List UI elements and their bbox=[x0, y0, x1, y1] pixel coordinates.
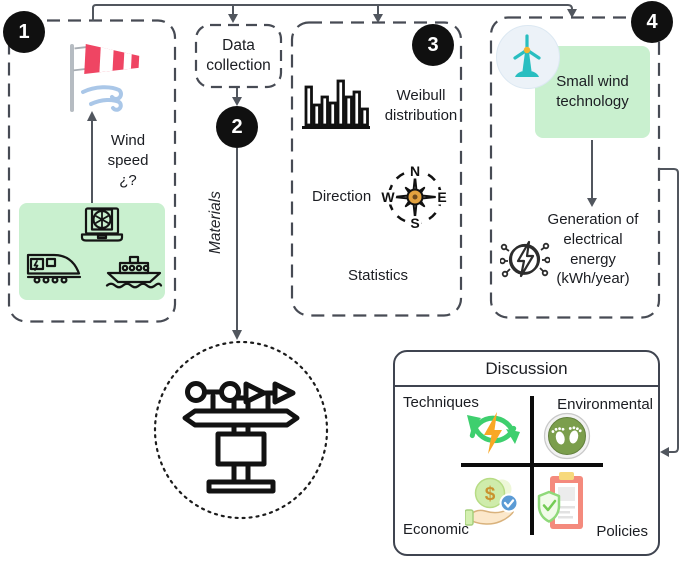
arrowhead-discussion bbox=[660, 447, 669, 457]
arrowhead-anemometer bbox=[232, 330, 242, 340]
wind-turbine-icon bbox=[513, 34, 541, 77]
arrowhead-badge2 bbox=[232, 97, 242, 106]
small-wind-technology-label: Small wind technology bbox=[556, 73, 629, 110]
footprint-icon bbox=[543, 412, 591, 460]
materials-edge-label: Materials bbox=[207, 191, 224, 254]
turbine-circle bbox=[496, 25, 560, 89]
generation-label: Generation of electrical energy (kWh/yea… bbox=[547, 211, 639, 288]
discussion-header: Discussion bbox=[395, 352, 658, 387]
quadrant-techniques-label: Techniques bbox=[403, 394, 479, 411]
step-3-badge: 3 bbox=[412, 24, 454, 66]
quadrant-policies-label: Policies bbox=[596, 523, 648, 540]
money-hand-icon: $ bbox=[465, 477, 519, 526]
step-4-badge: 4 bbox=[631, 1, 673, 43]
step-2-badge: 2 bbox=[216, 106, 258, 148]
discussion-title: Discussion bbox=[485, 358, 568, 378]
anemometer-icon bbox=[182, 381, 300, 494]
quadrant-economic-label: Economic bbox=[403, 521, 469, 538]
laptop-fan-icon bbox=[80, 207, 124, 242]
windsock-icon bbox=[70, 44, 140, 112]
compass-s: S bbox=[410, 215, 419, 231]
top-connector-line bbox=[92, 4, 573, 21]
compass-e: E bbox=[437, 189, 446, 205]
quadrant-horizontal-divider bbox=[461, 463, 603, 467]
discussion-box: Discussion Techniques Environmental Econ… bbox=[393, 350, 660, 556]
step-4-number: 4 bbox=[646, 10, 658, 33]
dollar-symbol: $ bbox=[485, 484, 496, 505]
ship-icon bbox=[105, 255, 163, 289]
step4-to-discussion-line bbox=[659, 168, 679, 453]
step-2-number: 2 bbox=[231, 115, 243, 138]
histogram-icon bbox=[302, 79, 370, 129]
train-icon bbox=[26, 253, 82, 284]
quadrant-environmental-label: Environmental bbox=[557, 396, 653, 413]
step-1-badge: 1 bbox=[3, 11, 45, 53]
arrowhead-generation bbox=[587, 198, 597, 207]
arrowhead-data-collection bbox=[228, 14, 238, 23]
compass-icon: N E S W bbox=[379, 161, 449, 234]
data-collection-node: Data collection bbox=[196, 25, 281, 87]
statistics-label: Statistics bbox=[347, 267, 408, 284]
step-3-number: 3 bbox=[427, 33, 439, 56]
wind-swirl-icon bbox=[81, 85, 123, 112]
data-collection-label: Data collection bbox=[206, 36, 271, 74]
compass-w: W bbox=[381, 189, 395, 205]
energy-cycle-icon bbox=[467, 412, 520, 454]
weibull-label: Weibull distribution bbox=[384, 87, 458, 124]
compass-n: N bbox=[410, 163, 420, 179]
direction-label: Direction bbox=[312, 188, 372, 205]
electrical-energy-icon bbox=[500, 240, 550, 278]
wind-speed-label: Wind speed ¿? bbox=[107, 132, 149, 189]
step-1-number: 1 bbox=[18, 20, 30, 43]
clipboard-shield-icon bbox=[537, 472, 583, 529]
arrowhead-step3 bbox=[373, 14, 383, 23]
arrowhead-step4 bbox=[567, 9, 577, 18]
